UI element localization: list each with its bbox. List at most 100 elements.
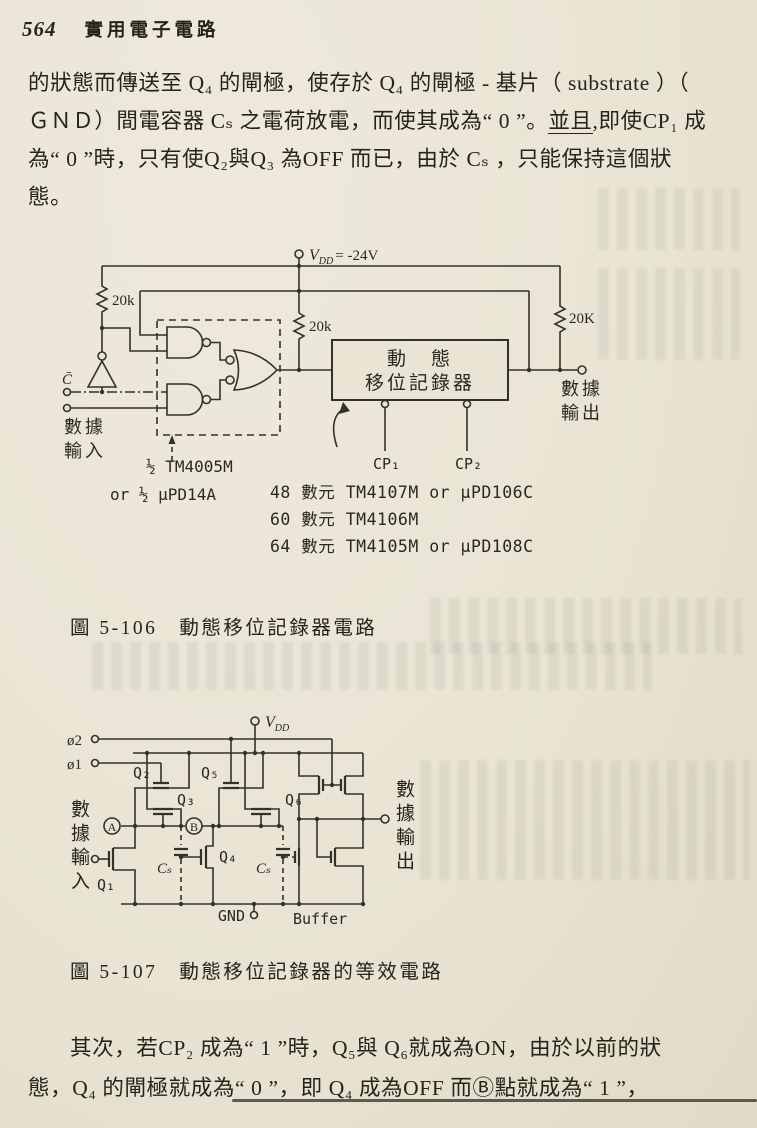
annotation-arrow <box>332 408 344 448</box>
parts-list-item: 60 數元 TM4106M <box>270 510 419 529</box>
data-output-terminal <box>577 365 587 375</box>
junction-dot <box>296 367 302 373</box>
junction-dot <box>210 823 216 829</box>
cp1-terminal <box>380 399 390 409</box>
page-number: 564 <box>22 17 57 41</box>
junction-dot <box>280 901 286 907</box>
junction-dot <box>280 854 286 860</box>
parts-list-item: 64 數元 TM4105M or μPD108C <box>270 537 534 556</box>
buffer-label: Buffer <box>293 910 347 928</box>
inverter-gate <box>86 359 118 388</box>
nor-gate <box>232 349 279 391</box>
figure-5-106: VDD= -24V 20k C̄ 數據 輸入 <box>60 243 605 478</box>
vdd-terminal <box>250 716 260 726</box>
wire <box>113 826 136 904</box>
transistor-q6 <box>251 807 271 816</box>
wire <box>345 753 364 819</box>
annotation-arrowhead <box>339 402 350 414</box>
transistor-q1 <box>107 848 115 870</box>
phi1-terminal <box>90 758 100 768</box>
resistor-20k-right-label: 20K <box>569 311 595 327</box>
book-title: 實用電子電路 <box>84 21 220 41</box>
data-input-label: 數據 <box>64 417 106 437</box>
data-input-label: 輸入 <box>64 441 106 461</box>
junction-dot <box>296 901 302 907</box>
data-input-label: 數據輸入 <box>68 799 89 895</box>
paragraph-line: 態。 <box>28 185 73 209</box>
paragraph-line: 態，Q₄ 的閘極就成為“ 0 ”，即 Q₄ 成為OFF 而Ⓑ點就成為“ 1 ”， <box>28 1076 649 1100</box>
resistor-20k-middle <box>292 312 306 370</box>
nand-gate-2-bubble <box>201 394 212 405</box>
nor-input-bubble <box>225 375 235 385</box>
phi2-wire <box>99 738 333 785</box>
transistor-q3 <box>153 807 173 816</box>
junction-dot <box>186 750 192 756</box>
clock-bar-label: C̄ <box>62 372 73 388</box>
phi1-label: ø1 <box>67 757 82 773</box>
junction-dot <box>251 901 257 907</box>
junction-dot <box>296 263 302 269</box>
buffer-transistor <box>317 776 325 794</box>
scan-artifact-line <box>232 1099 757 1102</box>
buffer-transistor <box>329 848 337 866</box>
shift-register-box-label: 移位記錄器 <box>365 372 475 394</box>
bleed-through-smudge <box>420 760 750 880</box>
junction-dot <box>252 750 258 756</box>
junction-dot <box>258 823 264 829</box>
paragraph-line: 為“ 0 ”時，只有使Q₂與Q₃ 為OFF 而已，由於 Cₛ ，只能保持這個狀 <box>28 147 673 171</box>
gate-chip-label: ½ TM4005M <box>146 457 233 476</box>
shift-register-box <box>331 339 509 401</box>
junction-dot <box>242 750 248 756</box>
chip-label-arrowhead <box>168 435 176 444</box>
junction-dot <box>296 750 302 756</box>
nand-gate-1-bubble <box>201 337 212 348</box>
paragraph-line-segment: ,即使CP₁ 成 <box>592 109 707 133</box>
resistor-20k-middle-label: 20k <box>309 319 332 335</box>
transistor-q5 <box>223 781 239 790</box>
cs2-label: Cₛ <box>256 861 271 877</box>
cs1-label: Cₛ <box>157 861 172 877</box>
paragraph-line-segment: ＧＮＤ）間電容器 Cₛ 之電荷放電，而使其成為“ 0 ”。 <box>28 109 549 133</box>
parts-list-item: 48 數元 TM4107M or μPD106C <box>270 483 534 502</box>
figure-5-106-schematic: VDD= -24V 20k C̄ 數據 輸入 <box>62 247 600 473</box>
q5-label: Q₅ <box>201 764 219 782</box>
paragraph-line: 其次，若CP₂ 成為“ 1 ”時，Q₅與 Q₆就成為ON，由於以前的狀 <box>70 1036 662 1060</box>
nand-gate-2 <box>166 383 204 416</box>
junction-dot <box>526 367 532 373</box>
wire <box>139 291 167 336</box>
capacitor-cs2 <box>276 847 290 857</box>
wire <box>298 753 319 819</box>
gnd-label: GND <box>218 907 245 925</box>
junction-dot <box>144 750 150 756</box>
vdd-label: VDD= -24V <box>309 247 378 267</box>
q4-label: Q₄ <box>219 848 237 866</box>
vdd-label: VDD <box>265 714 290 734</box>
emphasized-text: 並且 <box>548 109 593 134</box>
data-input-terminal <box>62 403 72 413</box>
junction-dot <box>216 823 222 829</box>
phi2-label: ø2 <box>67 733 82 749</box>
resistor-20k-left-label: 20k <box>112 293 135 309</box>
cp2-label: CP₂ <box>455 455 482 473</box>
wire <box>316 819 331 858</box>
wire <box>218 753 264 826</box>
wire <box>206 826 214 904</box>
nor-input-bubble <box>225 355 235 365</box>
wire <box>210 341 226 361</box>
gnd-terminal <box>249 910 259 920</box>
junction-dot <box>296 288 302 294</box>
cs2-wire <box>279 825 284 904</box>
figure-5-107: VDD ø2 ø1 Q₂ Q₃ A <box>55 697 425 942</box>
wire <box>102 327 167 352</box>
chip-outline-dashed-box <box>156 319 281 436</box>
paragraph-top: 的狀態而傳送至 Q₄ 的閘極，使存於 Q₄ 的閘極 - 基片（ substrat… <box>28 64 742 216</box>
transistor-q4 <box>199 846 208 868</box>
inverter-bubble <box>97 351 107 361</box>
wire <box>210 379 226 401</box>
junction-dot <box>557 367 563 373</box>
phi2-terminal <box>90 734 100 744</box>
buffer-transistor <box>339 776 347 794</box>
node-a-marker <box>103 817 121 835</box>
resistor-20k-right <box>553 266 567 370</box>
